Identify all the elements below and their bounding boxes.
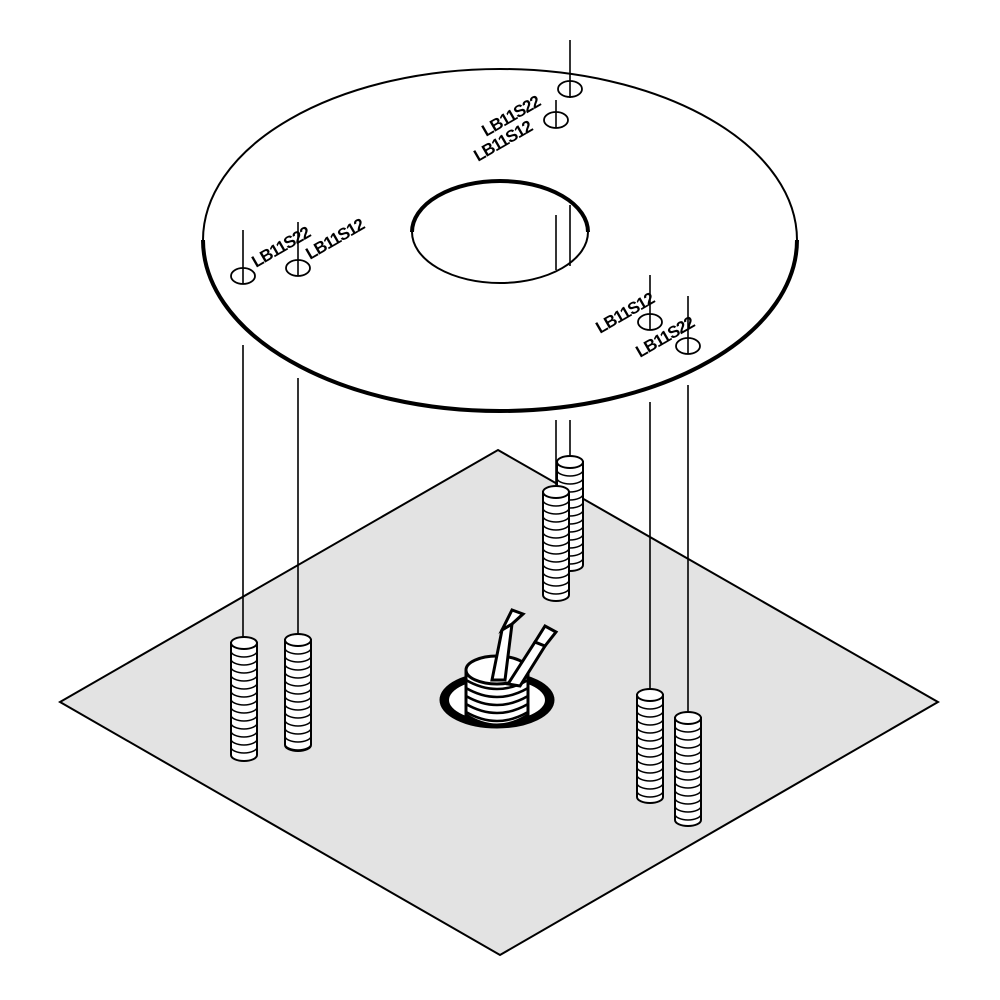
- magnet-disc-edge: [636, 726, 664, 734]
- magnet-disc-edge: [284, 679, 312, 687]
- magnet-disc-edge: [230, 730, 258, 738]
- hole-right-outer: [675, 337, 701, 355]
- magnet-disc-edge: [636, 758, 664, 766]
- magnet-disc-edge: [556, 477, 584, 485]
- magnet-disc-edge: [674, 765, 702, 773]
- magnet-disc-edge: [230, 746, 258, 754]
- magnet-disc-edge: [636, 750, 664, 758]
- magnet-disc-edge: [284, 711, 312, 719]
- cables: [490, 608, 559, 688]
- guide-lines-lower: [242, 345, 689, 712]
- magnet-disc-edge: [674, 757, 702, 765]
- mounting-holes: [230, 80, 701, 355]
- magnet-disc-edge: [636, 702, 664, 710]
- magnet-disc-edge: [284, 671, 312, 679]
- magnet-disc-edge: [230, 722, 258, 730]
- magnet-disc-edge: [284, 719, 312, 727]
- magnet-disc-edge: [636, 782, 664, 790]
- magnet-disc-edge: [636, 742, 664, 750]
- hole-top-inner: [543, 111, 569, 129]
- magnet-disc-edge: [230, 698, 258, 706]
- magnet-stack: [230, 636, 258, 762]
- magnet-stack: [542, 485, 570, 602]
- magnet-stack: [674, 711, 702, 827]
- magnet-disc-edge: [542, 523, 570, 531]
- magnet-disc-edge: [284, 703, 312, 711]
- magnet-disc-edge: [674, 789, 702, 797]
- hole-left-inner: [285, 259, 311, 277]
- magnet-disc-edge: [556, 469, 584, 477]
- magnet-disc-edge: [542, 507, 570, 515]
- magnet-disc-edge: [636, 710, 664, 718]
- magnet-disc-edge: [636, 774, 664, 782]
- magnet-disc-edge: [284, 655, 312, 663]
- magnet-stacks: [230, 455, 702, 827]
- magnet-disc-edge: [542, 555, 570, 563]
- magnet-disc-edge: [284, 687, 312, 695]
- magnet-disc-edge: [542, 571, 570, 579]
- magnet-stack: [636, 688, 664, 804]
- magnet-disc-edge: [674, 773, 702, 781]
- magnet-disc-edge: [542, 547, 570, 555]
- cable-grommet: [439, 608, 559, 729]
- magnet-disc-edge: [284, 663, 312, 671]
- magnet-disc-edge: [284, 743, 312, 751]
- magnet-disc-edge: [636, 790, 664, 798]
- magnet-disc-edge: [542, 587, 570, 595]
- magnet-disc-edge: [674, 725, 702, 733]
- magnet-disc-edge: [674, 741, 702, 749]
- magnet-disc-edge: [542, 531, 570, 539]
- magnet-disc-edge: [230, 674, 258, 682]
- magnet-stack-top: [542, 485, 570, 499]
- magnet-disc-edge: [284, 695, 312, 703]
- magnet-disc-edge: [284, 735, 312, 743]
- hole-right-inner: [637, 313, 663, 331]
- magnet-disc-edge: [230, 706, 258, 714]
- magnet-disc-edge: [674, 797, 702, 805]
- magnet-disc-edge: [230, 650, 258, 658]
- magnet-disc-edge: [230, 690, 258, 698]
- mounting-disc: [201, 68, 799, 413]
- magnet-stack-top: [674, 711, 702, 725]
- magnet-stack: [284, 633, 312, 752]
- magnet-disc-edge: [636, 734, 664, 742]
- magnet-disc-edge: [230, 714, 258, 722]
- magnet-disc-edge: [674, 805, 702, 813]
- magnet-disc-edge: [636, 766, 664, 774]
- magnet-stack-top: [636, 688, 664, 702]
- magnet-disc-edge: [284, 727, 312, 735]
- magnet-disc-edge: [542, 499, 570, 507]
- magnet-disc-edge: [542, 515, 570, 523]
- magnet-disc-edge: [674, 749, 702, 757]
- magnet-disc-edge: [230, 682, 258, 690]
- magnet-disc-edge: [674, 781, 702, 789]
- magnet-disc-edge: [542, 579, 570, 587]
- magnet-disc-edge: [284, 647, 312, 655]
- magnet-disc-edge: [230, 738, 258, 746]
- magnet-disc-edge: [542, 539, 570, 547]
- hole-left-outer: [230, 267, 256, 285]
- magnet-disc-edge: [674, 813, 702, 821]
- magnet-disc-edge: [542, 563, 570, 571]
- magnet-disc-edge: [674, 733, 702, 741]
- magnet-stack-top: [230, 636, 258, 650]
- magnet-disc-edge: [230, 658, 258, 666]
- magnet-stack-top: [556, 455, 584, 469]
- magnet-stack-top: [284, 633, 312, 647]
- magnet-disc-edge: [230, 666, 258, 674]
- hole-top-outer: [557, 80, 583, 98]
- magnet-disc-edge: [636, 718, 664, 726]
- guide-lines-upper: [242, 40, 689, 354]
